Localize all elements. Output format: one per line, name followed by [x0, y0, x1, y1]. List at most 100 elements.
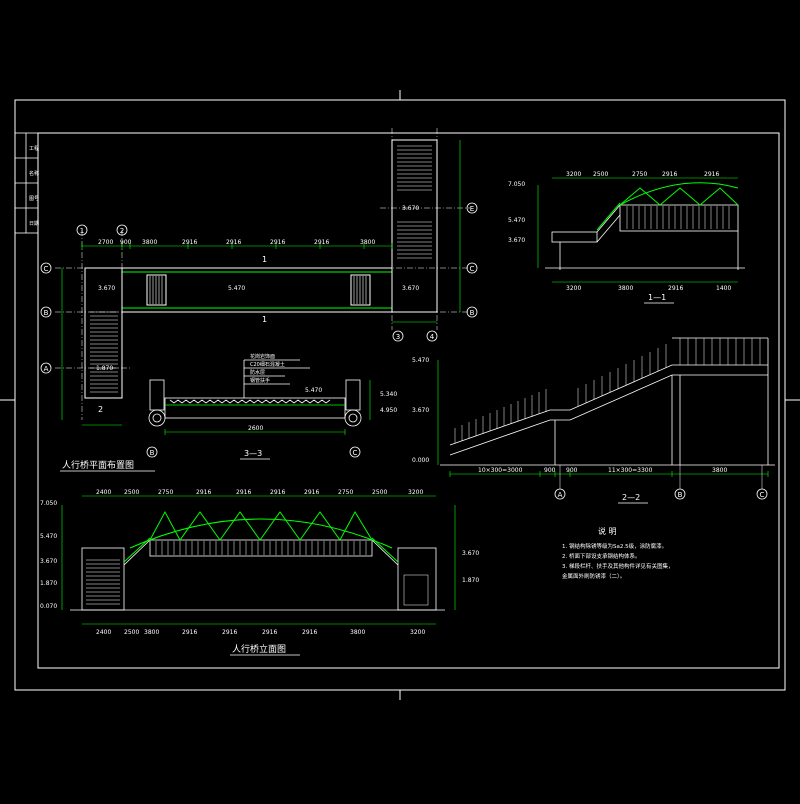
axis-label: B	[150, 449, 155, 457]
elev-dim: 2916	[262, 629, 277, 636]
axis-label: C	[44, 265, 49, 273]
s33-label: C20细石混凝土	[250, 361, 285, 368]
axis-label: 2	[120, 227, 124, 235]
elev-dim: 2500	[124, 629, 139, 636]
elev-dim: 2916	[304, 489, 319, 496]
sheet-frame	[0, 90, 800, 700]
s33-level: 5.340	[380, 391, 397, 398]
s11-dim: 3200	[566, 285, 581, 292]
axis-label: B	[678, 491, 683, 499]
notes-title: 说 明	[598, 526, 617, 536]
s22-dim: 3800	[712, 467, 727, 474]
axis-label: B	[470, 309, 475, 317]
s11-dim: 2916	[704, 171, 719, 178]
s33-label: 钢管扶手	[250, 377, 270, 384]
title-block-label: 日期	[29, 221, 39, 227]
s11-dim: 2916	[668, 285, 683, 292]
axis-label: B	[44, 309, 49, 317]
s22-dim: 11×300=3300	[608, 467, 653, 474]
s11-dim: 3800	[618, 285, 633, 292]
s22-level: 3.670	[412, 407, 429, 414]
s11-dim: 2500	[593, 171, 608, 178]
s22-level: 0.000	[412, 457, 429, 464]
section-1-1: 3200 2500 2750 2916 2916 3200 3800 2916 …	[508, 171, 745, 304]
plan-dim: 2916	[226, 239, 241, 246]
elev-level: 0.070	[40, 603, 57, 610]
elev-level: 7.050	[40, 500, 57, 507]
s33-width: 2600	[248, 425, 263, 432]
plan-elev: 3.670	[402, 285, 419, 292]
elev-dim: 3200	[410, 629, 425, 636]
axis-label: E	[470, 205, 474, 213]
plan-elev: 1.870	[96, 365, 113, 372]
s11-title: 1—1	[648, 293, 666, 302]
title-block	[14, 132, 39, 234]
plan-view: 2700 900 3800 2916 2916 2916 2916 3800 3…	[40, 128, 478, 472]
axis-label: 1	[80, 227, 84, 235]
note-line: 金属面外刷防锈漆（二）。	[562, 572, 625, 580]
elev-level: 5.470	[40, 533, 57, 540]
elev-dim: 2750	[338, 489, 353, 496]
s22-dim: 900	[566, 467, 578, 474]
elev-level: 3.670	[40, 558, 57, 565]
title-block-label: 图号	[29, 196, 39, 202]
elev-dim: 2500	[372, 489, 387, 496]
s11-dim: 1400	[716, 285, 731, 292]
axis-label: C	[353, 449, 358, 457]
elev-dim: 2916	[222, 629, 237, 636]
elev-dim: 3800	[350, 629, 365, 636]
plan-dim: 2700	[98, 239, 113, 246]
axis-label: A	[44, 365, 49, 373]
elev-dim: 2750	[158, 489, 173, 496]
s11-dim: 3200	[566, 171, 581, 178]
elev-dim: 2916	[236, 489, 251, 496]
elev-dim: 2400	[96, 629, 111, 636]
section-2-2: 10×300=3000 900 900 11×300=3300 3800 5.4…	[412, 337, 775, 504]
plan-title: 人行桥平面布置图	[62, 459, 134, 471]
plan-dim: 2916	[270, 239, 285, 246]
section-mark: 2	[98, 405, 103, 414]
plan-dim: 900	[120, 239, 132, 246]
plan-elev: 3.670	[98, 285, 115, 292]
s33-label: 花岗岩饰面	[250, 353, 275, 360]
note-line: 3. 梯段栏杆、扶手及其他构件详见有关图集，	[562, 562, 674, 570]
s11-level: 3.670	[508, 237, 525, 244]
plan-dim: 2916	[314, 239, 329, 246]
title-block-labels: 工程 名称 图号 日期	[29, 145, 39, 227]
note-line: 1. 钢结构除锈等级为Sa2.5级，涂防腐漆。	[562, 542, 667, 550]
s22-dim: 900	[544, 467, 556, 474]
section-mark: 1	[262, 255, 267, 264]
s22-level: 5.470	[412, 357, 429, 364]
plan-elev: 5.470	[228, 285, 245, 292]
s11-dim: 2750	[632, 171, 647, 178]
elev-level: 3.670	[462, 550, 479, 557]
s33-level: 4.950	[380, 407, 397, 414]
elev-dim: 2916	[196, 489, 211, 496]
plan-dim: 3800	[360, 239, 375, 246]
axis-label: C	[470, 265, 475, 273]
elev-level: 1.870	[40, 580, 57, 587]
plan-elev: 3.670	[402, 205, 419, 212]
elev-dim: 2916	[302, 629, 317, 636]
axis-label: C	[760, 491, 765, 499]
s22-title: 2—2	[622, 493, 640, 502]
section-mark: 1	[262, 315, 267, 324]
elev-level: 1.870	[462, 577, 479, 584]
axis-label: 4	[430, 333, 435, 341]
s33-title: 3—3	[244, 449, 262, 458]
s11-level: 5.470	[508, 217, 525, 224]
s22-dim: 10×300=3000	[478, 467, 523, 474]
section-3-3: 花岗岩饰面 C20细石混凝土 防水层 钢管扶手 2600 5.470 5.340…	[146, 353, 397, 460]
elev-dim: 3800	[144, 629, 159, 636]
elev-dim: 2400	[96, 489, 111, 496]
s33-level: 5.470	[305, 387, 322, 394]
note-line: 2. 桥面下部设支承钢结构体系。	[562, 552, 641, 560]
elevation-view: 2400 2500 2750 2916 2916 2916 2916 2750 …	[40, 489, 479, 656]
title-block-label: 工程	[29, 145, 39, 152]
elevation-title: 人行桥立面图	[232, 643, 286, 655]
elev-dim: 2916	[270, 489, 285, 496]
s11-level: 7.050	[508, 181, 525, 188]
notes-block: 说 明 1. 钢结构除锈等级为Sa2.5级，涂防腐漆。 2. 桥面下部设支承钢结…	[562, 526, 674, 580]
